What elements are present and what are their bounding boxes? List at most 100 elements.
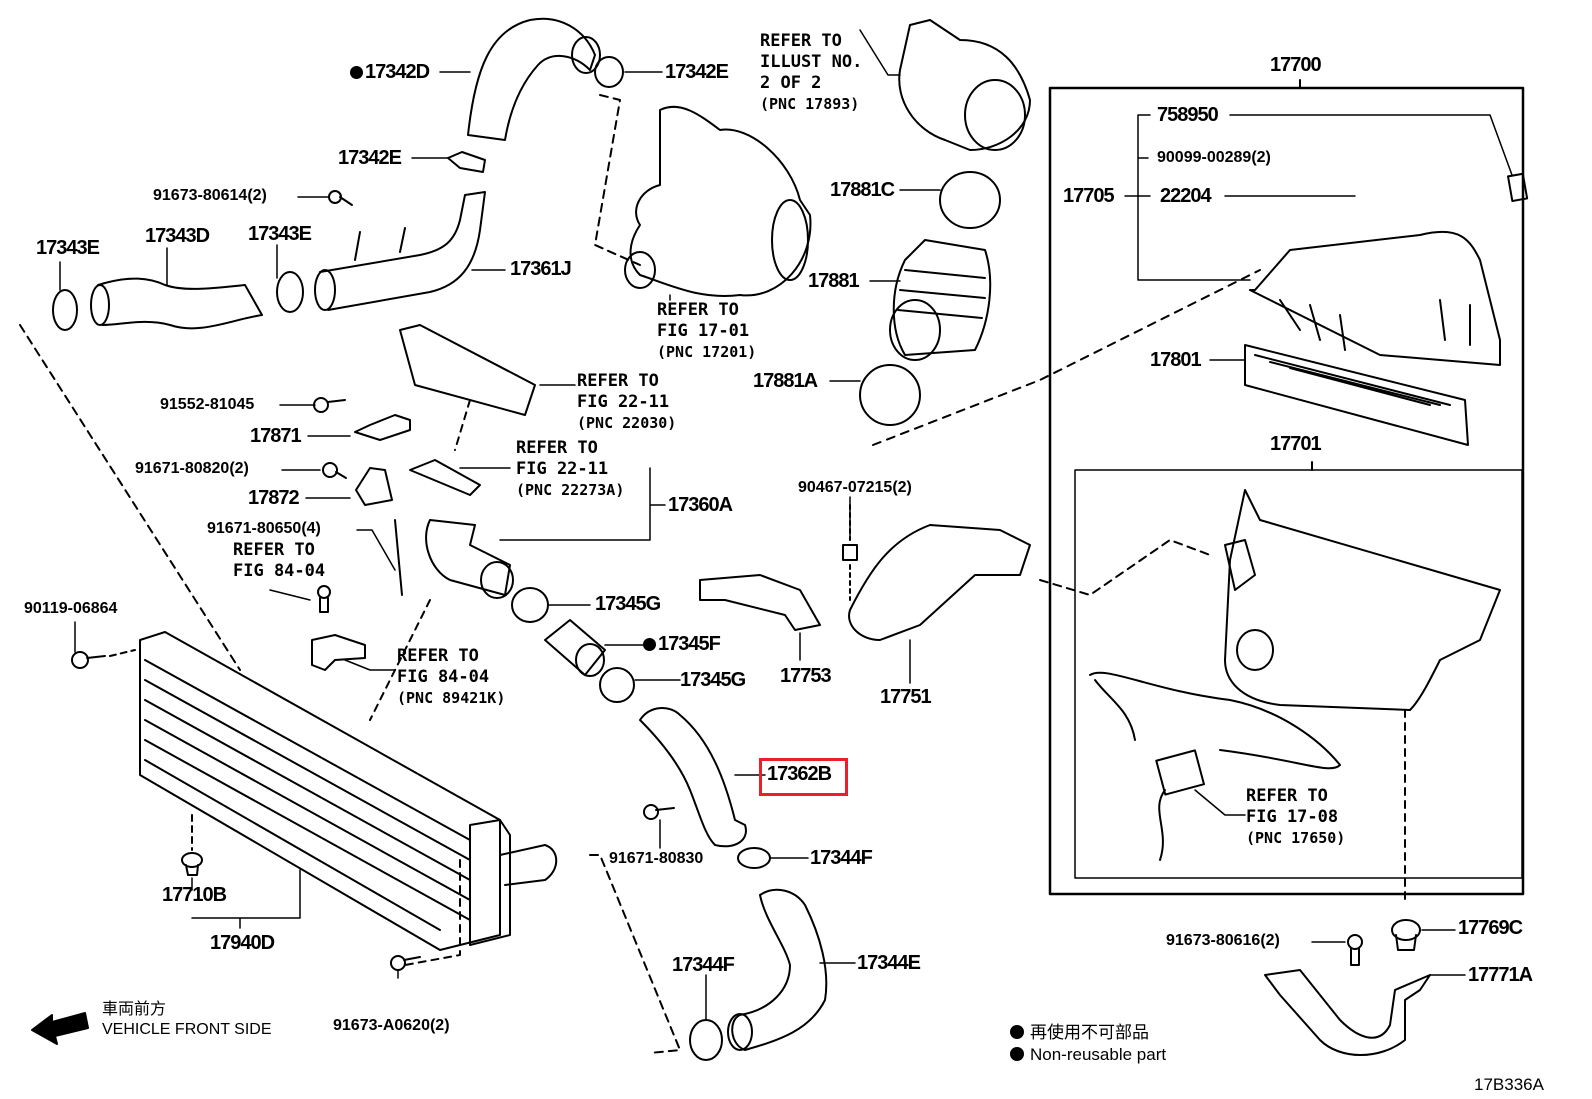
non-reusable-dot-icon <box>1010 1047 1024 1061</box>
part-label-17344f-bot[interactable]: 17344F <box>672 954 735 976</box>
bracket-17872-drawing <box>355 467 393 506</box>
clamp-17345g-bot-drawing <box>599 667 635 703</box>
bolt-91671-80650-drawing <box>394 519 403 596</box>
part-label-22204[interactable]: 22204 <box>1160 185 1212 207</box>
dashed-leader <box>404 859 461 966</box>
part-label-17345f[interactable]: 17345F <box>643 634 721 654</box>
part-label-17361j[interactable]: 17361J <box>510 258 572 280</box>
dashed-leader <box>872 269 1261 446</box>
bolt-drawing <box>317 585 331 613</box>
part-label-17701[interactable]: 17701 <box>1270 433 1322 455</box>
part-label-17751[interactable]: 17751 <box>880 686 932 708</box>
part-label-17342e-top[interactable]: 17342E <box>665 61 729 83</box>
part-label-90099-00289[interactable]: 90099-00289(2) <box>1157 149 1271 166</box>
vehicle-front-indicator: 車両前方 VEHICLE FRONT SIDE <box>102 1001 272 1038</box>
bracket-17771a-drawing <box>1264 969 1431 1056</box>
part-label-17881c[interactable]: 17881C <box>830 179 895 201</box>
bracket-17871-drawing <box>354 414 411 441</box>
part-label-91671-80650[interactable]: 91671-80650(4) <box>207 520 321 537</box>
part-label-17871[interactable]: 17871 <box>250 425 302 447</box>
part-label-17342d[interactable]: 17342D <box>350 62 430 82</box>
part-label-90119-06864[interactable]: 90119-06864 <box>24 600 118 617</box>
air-duct-17893-drawing <box>898 19 1031 151</box>
turbo-housing-drawing <box>624 105 812 297</box>
hose-17881-drawing <box>889 239 992 361</box>
vsv-drawing <box>1155 749 1205 861</box>
clamp-17343e-left-drawing <box>52 289 78 331</box>
part-label-91673-a0620[interactable]: 91673-A0620(2) <box>333 1017 450 1034</box>
dashed-leader <box>1039 539 1211 596</box>
part-label-17700[interactable]: 17700 <box>1270 54 1322 76</box>
part-label-17360a[interactable]: 17360A <box>668 494 733 516</box>
part-label-91671-80830[interactable]: 91671-80830 <box>609 850 704 867</box>
part-label-17769c[interactable]: 17769C <box>1458 917 1523 939</box>
part-label-91673-80614[interactable]: 91673-80614(2) <box>153 187 267 204</box>
non-reusable-dot-icon <box>643 638 656 651</box>
part-label-17881[interactable]: 17881 <box>808 270 860 292</box>
clamp-17342e-mid-drawing <box>447 151 486 173</box>
grommet-17710b-drawing <box>181 852 203 876</box>
duct-17751-drawing <box>848 524 1031 641</box>
part-label-17753[interactable]: 17753 <box>780 665 832 687</box>
part-label-17344f-top[interactable]: 17344F <box>810 847 873 869</box>
sensor-drawing <box>311 634 366 671</box>
part-label-90467-07215[interactable]: 90467-07215(2) <box>798 479 912 496</box>
bolt-90119-06864-drawing <box>71 649 136 669</box>
part-label-17771a[interactable]: 17771A <box>1468 964 1533 986</box>
part-label-17362b[interactable]: 17362B <box>767 763 832 785</box>
part-label-17342e-mid[interactable]: 17342E <box>338 147 402 169</box>
clamp-17344f-bot-drawing <box>689 1019 723 1061</box>
part-label-17343e-left[interactable]: 17343E <box>36 237 100 259</box>
dashed-leader <box>19 324 241 671</box>
vehicle-front-arrow-icon <box>31 1012 89 1045</box>
intercooler-17940d-drawing <box>139 631 558 951</box>
clamp-17342e-drawing <box>594 56 624 88</box>
bolt-91671-80820-drawing <box>322 462 347 479</box>
filter-17801-drawing <box>1244 344 1469 446</box>
part-label-17345g-bot[interactable]: 17345G <box>680 669 746 691</box>
hose-drawing <box>1089 671 1341 770</box>
highlight-box-17362b <box>759 758 848 796</box>
bolt-91673-80616-drawing <box>1347 934 1363 966</box>
part-label-17940d[interactable]: 17940D <box>210 932 275 954</box>
bolt-91673-80614-drawing <box>328 190 353 206</box>
bolt-91673-a0620-drawing <box>390 955 421 971</box>
part-label-17705[interactable]: 17705 <box>1063 185 1115 207</box>
bracket-17705 <box>1124 114 1251 281</box>
diagram-id: 17B336A <box>1474 1075 1544 1094</box>
part-label-17881a[interactable]: 17881A <box>753 370 818 392</box>
part-label-91552-81045[interactable]: 91552-81045 <box>160 396 255 413</box>
part-label-91671-80820[interactable]: 91671-80820(2) <box>135 460 249 477</box>
dashed-leader <box>589 854 681 1054</box>
legend: 再使用不可部品 Non-reusable part <box>1010 1022 1166 1066</box>
bolt-91671-80830-drawing <box>643 804 675 820</box>
hose-17344e-drawing <box>727 888 828 1051</box>
part-label-17710b[interactable]: 17710B <box>162 884 227 906</box>
hose-drawing <box>1094 679 1136 741</box>
bolt-91552-drawing <box>313 397 346 413</box>
part-label-758950[interactable]: 758950 <box>1157 104 1219 126</box>
part-label-17344e[interactable]: 17344E <box>857 952 921 974</box>
part-label-17345g-top[interactable]: 17345G <box>595 593 661 615</box>
clamp-17345g-top-drawing <box>511 587 549 623</box>
leader-lines <box>59 29 1466 1021</box>
part-label-91673-80616[interactable]: 91673-80616(2) <box>1166 932 1280 949</box>
part-label-17343e-right[interactable]: 17343E <box>248 223 312 245</box>
hose-17345f-drawing <box>544 619 606 677</box>
assembly-17700-box <box>1048 86 1525 896</box>
part-label-17801[interactable]: 17801 <box>1150 349 1202 371</box>
pipe-17362b-drawing <box>639 707 747 848</box>
duct-17753-drawing <box>699 574 821 631</box>
part-label-17343d[interactable]: 17343D <box>145 225 210 247</box>
air-cleaner-case-drawing <box>1224 489 1501 711</box>
part-label-17872[interactable]: 17872 <box>248 487 300 509</box>
intake-assy-drawing <box>399 324 536 599</box>
